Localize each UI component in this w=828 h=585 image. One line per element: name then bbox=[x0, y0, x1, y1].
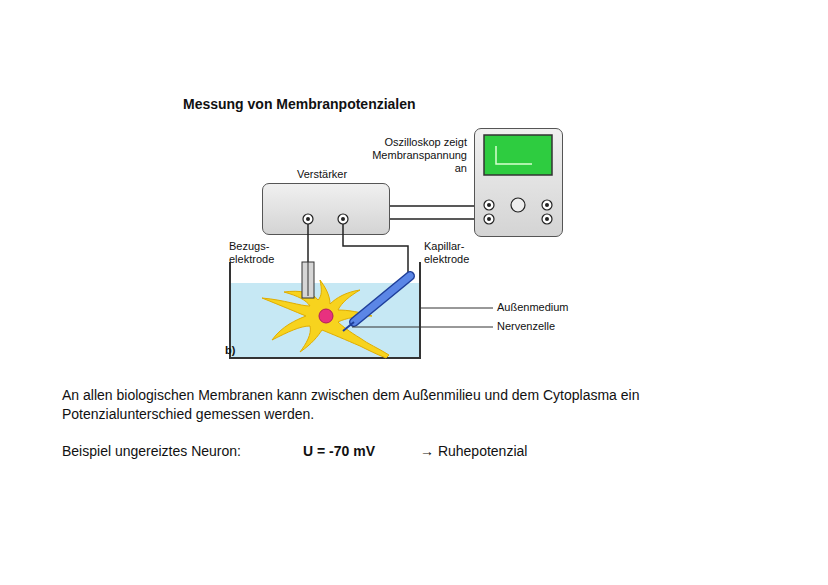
figure-letter: b) bbox=[225, 344, 235, 357]
amplifier-label: Verstärker bbox=[297, 168, 347, 181]
oscilloscope-label: Oszilloskop zeigt Membranspannung an bbox=[363, 136, 467, 176]
nucleus bbox=[319, 309, 333, 323]
box-detail bbox=[474, 128, 563, 237]
beaker bbox=[230, 262, 420, 358]
reference-electrode bbox=[302, 262, 314, 298]
terminal bbox=[545, 203, 549, 207]
wire bbox=[390, 205, 474, 207]
terminal bbox=[545, 217, 549, 221]
cell-label: Nervenzelle bbox=[497, 320, 555, 333]
example-label: Beispiel ungereiztes Neuron: bbox=[62, 442, 241, 461]
terminal bbox=[487, 203, 491, 207]
medium-label: Außenmedium bbox=[497, 301, 569, 314]
terminal bbox=[303, 214, 313, 224]
title: Messung von Membranpotenzialen bbox=[183, 96, 416, 113]
oscilloscope-box: Oszilloskop zeigt Membranspannung an bbox=[474, 128, 563, 237]
leader-line bbox=[352, 327, 493, 328]
voltage-value: U = -70 mV bbox=[303, 442, 375, 461]
capillary-electrode bbox=[354, 276, 410, 322]
terminal bbox=[487, 217, 491, 221]
wire bbox=[343, 235, 408, 272]
leader-line bbox=[420, 308, 493, 309]
wire bbox=[307, 224, 309, 235]
terminal bbox=[306, 217, 310, 221]
capillary-electrode bbox=[354, 276, 410, 322]
trace bbox=[496, 146, 532, 164]
terminal bbox=[484, 200, 494, 210]
wire bbox=[307, 235, 309, 262]
body-text: An allen biologischen Membranen kann zwi… bbox=[62, 386, 722, 424]
terminal bbox=[484, 214, 494, 224]
terminal bbox=[341, 217, 345, 221]
electrode-label: Bezugs- elektrode bbox=[229, 240, 291, 265]
box-detail bbox=[262, 183, 390, 235]
neuron-body bbox=[262, 280, 389, 358]
terminal bbox=[542, 214, 552, 224]
terminal bbox=[338, 214, 348, 224]
terminal bbox=[542, 200, 552, 210]
screen bbox=[484, 135, 552, 175]
wire bbox=[390, 218, 474, 220]
result-label: → Ruhepotenzial bbox=[420, 442, 527, 461]
electrode-wire bbox=[308, 262, 309, 296]
knob bbox=[511, 198, 525, 212]
wire bbox=[342, 224, 344, 235]
amplifier-box: Verstärker bbox=[262, 183, 390, 235]
electrode-label: Kapillar- elektrode bbox=[424, 240, 486, 265]
